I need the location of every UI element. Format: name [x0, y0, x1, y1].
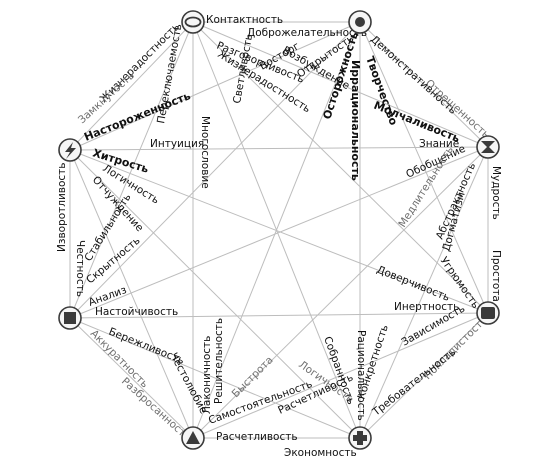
square-icon	[64, 312, 76, 324]
label-znanie: Знание	[419, 138, 459, 150]
node-right-upper	[476, 135, 500, 159]
label-reshitelnost: Решительность	[213, 318, 225, 404]
label-raschetlivost-bottom: Расчетливость	[216, 431, 298, 443]
node-right-lower	[476, 301, 500, 325]
node-top-left	[181, 10, 205, 34]
circle-icon	[355, 17, 365, 27]
oval-icon	[184, 16, 202, 28]
node-bottom-left	[181, 426, 205, 450]
triangle-icon	[186, 431, 200, 444]
nodes	[58, 10, 500, 450]
lightning-icon	[65, 142, 76, 159]
label-mnogoslovie: Многословие	[199, 116, 211, 189]
label-inertnost: Инертность	[394, 301, 459, 313]
label-doverchivost: Доверчивость	[375, 264, 452, 304]
label-izvorotlivost: Изворотливость	[56, 163, 68, 252]
label-chestnost: Честность	[74, 240, 86, 297]
node-left-upper	[58, 138, 82, 162]
label-kontaktnost: Контактность	[206, 14, 283, 26]
node-top-right	[348, 10, 372, 34]
edge-lines	[69, 21, 489, 439]
label-ratsionalnost: Рациональность	[355, 330, 367, 421]
rounded-rect-icon	[481, 307, 495, 319]
label-nastoychivost: Настойчивость	[95, 306, 178, 318]
label-ekonomnost: Экономность	[284, 447, 357, 459]
label-dobrozhelatelnost: Доброжелательность	[247, 27, 367, 39]
node-bottom-right	[348, 426, 372, 450]
label-intuitsiya: Интуиция	[150, 138, 204, 150]
label-prostota: Простота	[490, 250, 502, 302]
node-left-lower	[58, 306, 82, 330]
hourglass-icon	[481, 141, 495, 153]
label-razbrosannost: Разбросанность	[119, 375, 193, 443]
cross-icon	[353, 431, 367, 445]
label-mudrost: Мудрость	[490, 166, 502, 220]
label-lakonichnost: Лаконичность	[201, 336, 213, 414]
label-irratsionalnost: Иррациональность	[349, 60, 362, 181]
